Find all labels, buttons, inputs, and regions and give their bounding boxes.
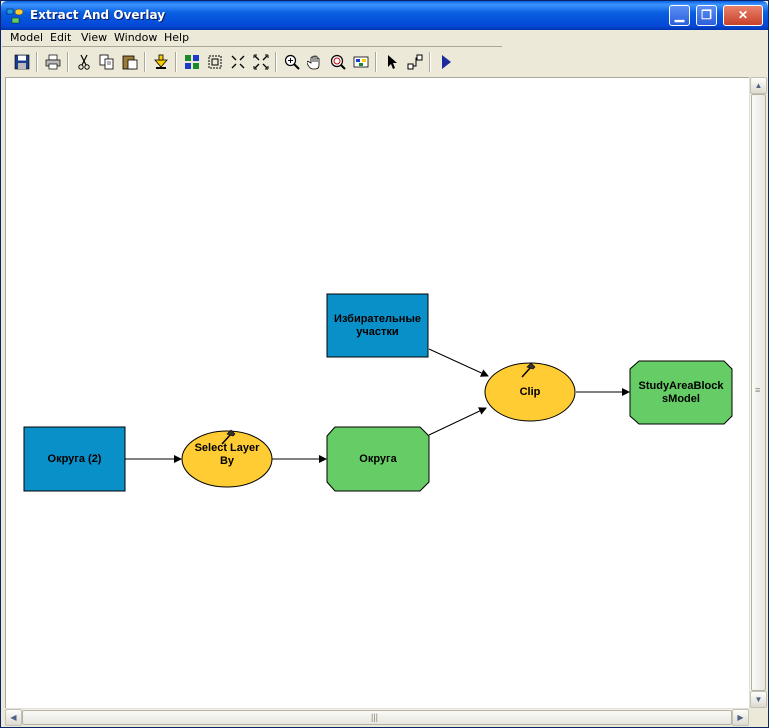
scrollbar-corner (749, 708, 766, 725)
cut-icon (78, 54, 90, 70)
menu-window[interactable]: Window (114, 31, 158, 44)
node-label-okruga: Округа (359, 452, 397, 465)
menu-bar: Model Edit View Window Help (2, 30, 502, 47)
hammer-icon (521, 362, 536, 378)
minimize-icon: ▁ (674, 8, 685, 22)
copy-button[interactable] (96, 51, 118, 73)
model-canvas[interactable]: Округа (2) Избирательные участки Select … (5, 77, 749, 708)
overview-icon (353, 56, 369, 68)
grip-icon: ||| (371, 712, 379, 722)
select-icon (388, 55, 397, 69)
connector-okruga-clip (428, 407, 487, 436)
save-icon (14, 54, 30, 70)
horizontal-scrollbar[interactable]: ◀ ||| ▶ (5, 708, 749, 726)
fixed-zoom-out-button[interactable] (250, 51, 272, 73)
run-icon (442, 55, 451, 69)
fixed-zoom-in-icon (231, 55, 245, 69)
horizontal-scroll-thumb[interactable]: ||| (22, 710, 732, 725)
connect-icon (407, 54, 423, 70)
save-button[interactable] (11, 51, 33, 73)
toolbar (2, 48, 502, 75)
derived-node-okruga[interactable] (326, 426, 430, 492)
output-node-study-area[interactable] (629, 360, 733, 425)
scroll-up-button[interactable]: ▲ (750, 77, 767, 94)
scroll-down-button[interactable]: ▼ (750, 691, 767, 708)
cut-button[interactable] (73, 51, 95, 73)
print-icon (45, 54, 61, 70)
full-extent-icon (208, 55, 222, 69)
model-builder-icon (6, 8, 24, 24)
tool-node-clip[interactable] (484, 362, 576, 422)
node-label-izbiratelnye: Избирательные участки (334, 312, 421, 338)
scroll-right-button[interactable]: ▶ (732, 709, 749, 726)
close-icon: ✕ (737, 8, 749, 22)
arrow-right-icon: ▶ (737, 713, 744, 722)
fixed-zoom-out-icon (253, 54, 269, 70)
model-diagram (23, 293, 733, 492)
add-data-button[interactable] (150, 51, 172, 73)
maximize-button[interactable]: ❐ (696, 5, 717, 26)
zoom-in-icon (284, 54, 300, 70)
copy-icon (99, 54, 114, 70)
paste-icon (122, 55, 138, 70)
menu-help[interactable]: Help (164, 31, 190, 44)
auto-layout-button[interactable] (181, 51, 203, 73)
select-button[interactable] (381, 51, 403, 73)
fixed-zoom-in-button[interactable] (227, 51, 249, 73)
overview-button[interactable] (350, 51, 372, 73)
vertical-scroll-thumb[interactable]: ≡ (751, 94, 766, 691)
connect-button[interactable] (404, 51, 426, 73)
arrow-down-icon: ▼ (754, 695, 763, 704)
maximize-icon: ❐ (701, 8, 712, 22)
window-title: Extract And Overlay (30, 8, 166, 22)
menu-model[interactable]: Model (10, 31, 44, 44)
menu-edit[interactable]: Edit (50, 31, 72, 44)
tool-node-select-layer[interactable] (181, 430, 273, 488)
paste-button[interactable] (119, 51, 141, 73)
input-node-okruga2[interactable] (23, 426, 126, 492)
close-button[interactable]: ✕ (723, 5, 763, 26)
add-data-icon (154, 54, 168, 69)
input-node-izbiratelnye[interactable] (326, 293, 429, 358)
pan-button[interactable] (304, 51, 326, 73)
title-bar[interactable]: Extract And Overlay ▁ ❐ ✕ (1, 1, 768, 30)
full-extent-button[interactable] (204, 51, 226, 73)
run-button[interactable] (435, 51, 457, 73)
print-button[interactable] (42, 51, 64, 73)
scroll-left-button[interactable]: ◀ (5, 709, 22, 726)
arrow-up-icon: ▲ (754, 81, 763, 90)
node-label-okruga2: Округа (2) (47, 452, 102, 465)
auto-layout-icon (185, 55, 199, 69)
magnify-icon (330, 54, 346, 70)
node-label-study-area: StudyAreaBlocksModel (638, 379, 724, 405)
node-label-clip: Clip (519, 385, 541, 398)
pan-icon (307, 55, 320, 70)
magnify-button[interactable] (327, 51, 349, 73)
hammer-icon (221, 429, 236, 445)
connector-izbiratelnye-clip (428, 348, 489, 377)
minimize-button[interactable]: ▁ (669, 5, 690, 26)
menu-view[interactable]: View (81, 31, 108, 44)
vertical-scrollbar[interactable]: ▲ ≡ ▼ (749, 77, 767, 708)
zoom-in-button[interactable] (281, 51, 303, 73)
grip-icon: ≡ (755, 385, 761, 395)
arrow-left-icon: ◀ (10, 713, 17, 722)
node-label-select-layer: Select Layer By (194, 442, 260, 467)
